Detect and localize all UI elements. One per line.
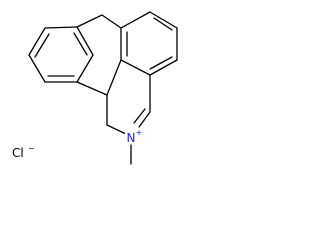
chloride-charge: − [28, 144, 35, 153]
bond [76, 81, 108, 96]
bond [106, 59, 122, 96]
nitrogen-symbol: N [127, 131, 136, 145]
bond [106, 124, 127, 135]
bond [76, 14, 103, 28]
bond [28, 27, 46, 56]
bond [149, 56, 173, 70]
nitrogen-charge: + [136, 128, 143, 137]
bond-skeleton [28, 11, 178, 165]
bond [44, 26, 78, 29]
bond [138, 111, 151, 128]
bond [34, 33, 50, 58]
bond [153, 17, 173, 31]
bond [149, 11, 178, 29]
bond [101, 14, 122, 29]
bond [120, 11, 151, 29]
bond [76, 26, 94, 56]
bond [76, 54, 94, 83]
bond [149, 59, 178, 76]
chloride-symbol: Cl [12, 146, 24, 160]
bond [133, 108, 146, 124]
bond [28, 54, 46, 83]
bond [73, 32, 88, 56]
chemical-structure-diagram: N + Cl − [12, 11, 178, 165]
chloride-ion: Cl − [12, 144, 35, 160]
bond [120, 59, 151, 76]
nitrogen-atom: N + [125, 128, 142, 145]
